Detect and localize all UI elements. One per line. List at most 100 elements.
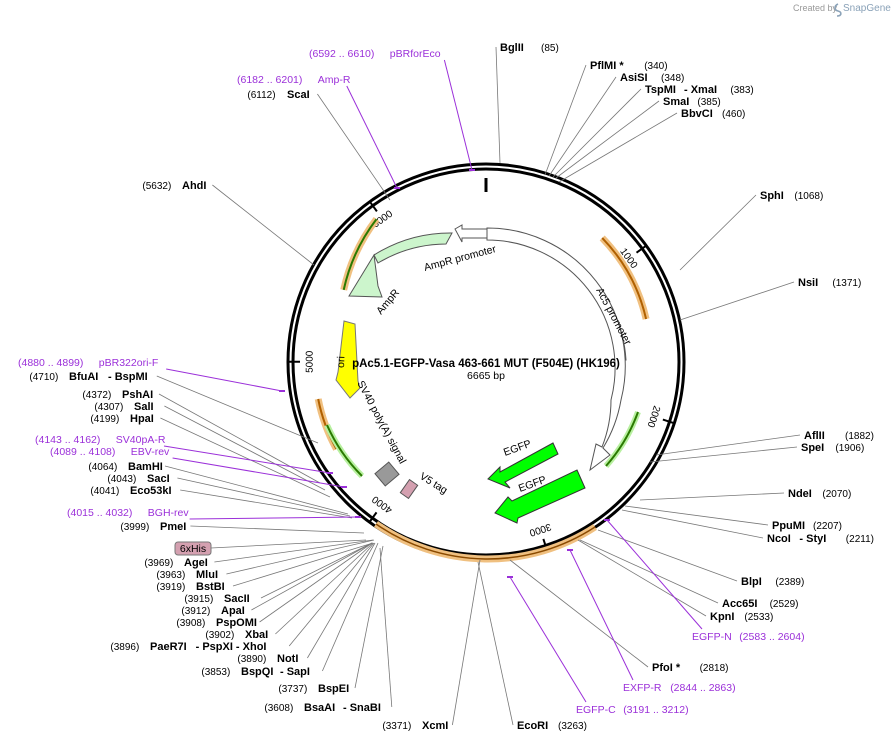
enzyme-blpi[interactable]: BlpI(2389)	[741, 576, 804, 588]
enzyme-pfoi[interactable]: PfoI *(2818)	[652, 662, 729, 674]
primer-egfp-n[interactable]: EGFP-N(2583 .. 2604)	[692, 631, 805, 643]
enzyme-hpai[interactable]: (4199)HpaI	[90, 413, 153, 425]
enzyme-paer7i[interactable]: (3896)PaeR7I- PspXI - XhoI	[110, 641, 266, 653]
his-tag[interactable]: 6xHis	[174, 541, 212, 556]
enzyme-leader	[354, 545, 384, 689]
enzyme-leader	[577, 539, 707, 617]
primer-exfp-r[interactable]: EXFP-R(2844 .. 2863)	[623, 682, 736, 694]
enzyme-position: (3608)	[264, 703, 293, 714]
enzyme-position: (3896)	[110, 642, 139, 653]
primer-bgh-rev[interactable]: (4015 .. 4032)BGH-rev	[67, 507, 189, 519]
enzyme-sphi[interactable]: SphI(1068)	[760, 190, 823, 202]
enzyme-position: (3969)	[144, 558, 173, 569]
enzyme-acc65i[interactable]: Acc65I(2529)	[722, 598, 799, 610]
feature-egfp-2[interactable]	[494, 469, 586, 524]
enzyme-ecori[interactable]: EcoRI(3263)	[517, 720, 587, 732]
enzyme-nsii[interactable]: NsiI(1371)	[798, 277, 861, 289]
primer-egfp-c[interactable]: EGFP-C(3191 .. 3212)	[576, 704, 689, 716]
enzyme-asisi[interactable]: AsiSI(348)	[620, 72, 684, 84]
enzyme-bspqi[interactable]: (3853)BspQI- SapI	[201, 666, 310, 678]
enzyme-position: (3263)	[558, 721, 587, 732]
credit: Created by SnapGene	[793, 3, 891, 17]
enzyme-xcmi[interactable]: (3371)XcmI	[382, 720, 448, 732]
enzyme-agei[interactable]: (3969) AgeI	[144, 557, 207, 569]
enzyme-leader	[452, 559, 481, 726]
feature-ori[interactable]	[335, 320, 361, 399]
enzyme-position: (3963)	[156, 570, 185, 581]
primer-amp-r[interactable]: (6182 .. 6201)Amp-R	[237, 74, 351, 86]
enzyme-name: SmaI	[663, 96, 689, 108]
enzyme-spei[interactable]: SpeI(1906)	[801, 442, 864, 454]
enzyme-xbai[interactable]: (3902)XbaI	[205, 629, 268, 641]
primer-ebv-rev[interactable]: (4089 .. 4108)EBV-rev	[50, 446, 170, 458]
feature-ampr[interactable]	[373, 232, 453, 264]
enzyme-sali[interactable]: (4307)SalI	[94, 401, 153, 413]
enzyme-pflmi[interactable]: PflMI *(340)	[590, 60, 668, 72]
enzyme-position: (4043)	[107, 474, 136, 485]
enzyme-position: (3371)	[382, 721, 411, 732]
enzyme-name: AflII	[804, 430, 825, 442]
enzyme-position: (2070)	[822, 489, 851, 500]
enzyme-extra: - PspXI - XhoI	[196, 641, 267, 653]
orf-arc-right-line	[605, 411, 639, 467]
enzyme-leader	[477, 561, 514, 726]
enzyme-pmei[interactable]: (3999)PmeI	[120, 521, 186, 533]
enzyme-position: (2533)	[744, 612, 773, 623]
enzyme-pshai[interactable]: (4372)PshAI	[82, 389, 153, 401]
enzyme-bbvci[interactable]: BbvCI(460)	[681, 108, 745, 120]
enzyme-mlui[interactable]: (3963)MluI	[156, 569, 218, 581]
enzyme-name: AgeI	[184, 557, 208, 569]
enzyme-name: Eco53kI	[130, 485, 172, 497]
enzyme-position: (3737)	[278, 684, 307, 695]
enzyme-bspei[interactable]: (3737)BspEI	[278, 683, 349, 695]
enzyme-leader	[495, 46, 501, 164]
credit-brand[interactable]: SnapGene	[843, 3, 891, 14]
enzyme-position: (5632)	[142, 181, 171, 192]
primer-pbr322ori-f[interactable]: (4880 .. 4899)pBR322ori-F	[18, 357, 158, 369]
feature-ac5-promoter[interactable]	[486, 227, 626, 472]
tick-4000	[368, 511, 378, 524]
enzyme-bstbi[interactable]: (3919)BstBI	[156, 581, 224, 593]
enzyme-kpni[interactable]: KpnI(2533)	[710, 611, 773, 623]
enzyme-leader	[621, 509, 764, 539]
primer-pbrforeco[interactable]: (6592 .. 6610)pBRforEco	[309, 48, 441, 60]
enzyme-name: SphI	[760, 190, 784, 202]
primer-name: EGFP-C	[576, 704, 616, 716]
enzyme-ppumi[interactable]: PpuMI(2207)	[772, 520, 842, 532]
enzyme-ncoi[interactable]: NcoI- StyI(2211)	[767, 533, 874, 545]
feature-sv40-polya[interactable]	[374, 461, 400, 487]
enzyme-eco53ki[interactable]: (4041)Eco53kI	[90, 485, 171, 497]
his-tag-box	[174, 541, 212, 556]
enzyme-smai[interactable]: SmaI (385)	[663, 96, 721, 108]
enzyme-tspmi[interactable]: TspMI- XmaI(383)	[645, 84, 754, 96]
primer-range: (2844 .. 2863)	[670, 682, 735, 694]
enzyme-ndei[interactable]: NdeI(2070)	[788, 488, 851, 500]
enzyme-noti[interactable]: (3890)NotI	[237, 653, 298, 665]
enzyme-ahdi[interactable]: (5632)AhdI	[142, 180, 206, 192]
enzyme-position: (6112)	[247, 90, 275, 101]
feature-label-sv40: SV40 poly(A) signal	[354, 379, 408, 466]
enzyme-bsaai[interactable]: (3608)BsaAI- SnaBI	[264, 702, 381, 714]
enzyme-leader	[160, 417, 331, 498]
feature-ampr-arrow[interactable]	[348, 253, 383, 298]
enzyme-scai[interactable]: (6112)ScaI	[247, 89, 309, 101]
enzyme-bglii[interactable]: BglII(85)	[500, 42, 559, 54]
feature-v5-tag[interactable]	[399, 478, 419, 500]
enzyme-bfuai[interactable]: (4710)BfuAI- BspMI	[29, 371, 147, 383]
feature-egfp-1[interactable]	[487, 442, 559, 489]
feature-label-ampr-promoter: AmpR promoter	[423, 243, 498, 274]
primer-sv40pa-r[interactable]: (4143 .. 4162)SV40pA-R	[35, 434, 166, 446]
enzyme-name: NsiI	[798, 277, 818, 289]
enzyme-position: (4372)	[82, 390, 111, 401]
enzyme-aflii[interactable]: AflII(1882)	[804, 430, 874, 442]
enzyme-leader	[164, 405, 326, 491]
enzyme-saci[interactable]: (4043)SacI	[107, 473, 169, 485]
enzyme-apai[interactable]: (3912)ApaI	[181, 605, 244, 617]
enzyme-leader	[226, 539, 375, 575]
enzyme-sacii[interactable]: (3915)SacII	[184, 593, 249, 605]
enzyme-pspomi[interactable]: (3908)PspOMI	[176, 617, 257, 629]
enzyme-name: PflMI *	[590, 60, 624, 72]
enzyme-bamhi[interactable]: (4064)BamHI	[88, 461, 162, 473]
tick-2000	[662, 418, 676, 425]
enzyme-position: (385)	[697, 97, 720, 108]
